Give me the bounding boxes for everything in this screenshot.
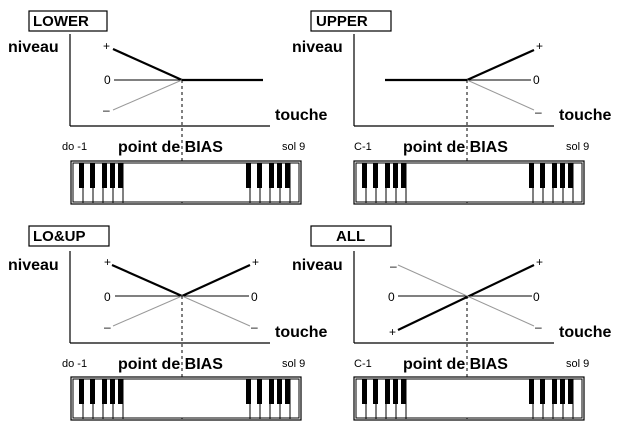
plus-mark: + bbox=[104, 255, 111, 269]
zero-mark: 0 bbox=[104, 290, 111, 304]
x-right-label: sol 9 bbox=[282, 141, 305, 153]
x-left-label: C-1 bbox=[354, 358, 372, 370]
panel-title: ALL bbox=[336, 228, 365, 245]
panel-lower: LOWER niveau touche + 0 – do -1 point de… bbox=[8, 10, 328, 206]
zero-mark: 0 bbox=[104, 73, 111, 87]
minus-mark: – bbox=[104, 320, 111, 334]
panel-title: LOWER bbox=[33, 13, 89, 30]
x-left-label: do -1 bbox=[62, 358, 87, 370]
plus-mark: + bbox=[536, 39, 543, 53]
keyboard bbox=[70, 376, 302, 421]
y-axis-label: niveau bbox=[8, 39, 59, 56]
zero-mark: 0 bbox=[533, 73, 540, 87]
level-curve-right bbox=[181, 263, 251, 298]
level-curve-left bbox=[111, 263, 183, 298]
x-right-label: sol 9 bbox=[282, 358, 305, 370]
minus-mark: – bbox=[251, 320, 258, 334]
bias-point-label: point de BIAS bbox=[118, 356, 223, 373]
panel-title-box bbox=[310, 225, 392, 247]
y-axis-label: niveau bbox=[292, 39, 343, 56]
level-curve bbox=[466, 48, 535, 82]
inverse-curve bbox=[112, 79, 183, 111]
x-left-label: do -1 bbox=[62, 141, 87, 153]
keyboard bbox=[70, 160, 302, 205]
x-axis-label: touche bbox=[275, 107, 328, 124]
plus-mark: + bbox=[536, 255, 543, 269]
x-axis-label: touche bbox=[275, 324, 328, 341]
zero-mark: 0 bbox=[533, 290, 540, 304]
level-curve bbox=[397, 264, 535, 331]
inverse-curve-left bbox=[112, 295, 183, 327]
inverse-curve-right bbox=[181, 295, 251, 327]
zero-mark: 0 bbox=[251, 290, 258, 304]
plus-mark: + bbox=[252, 255, 259, 269]
y-axis-label: niveau bbox=[292, 257, 343, 274]
panel-title-box bbox=[310, 10, 392, 32]
panel-title-box bbox=[28, 225, 110, 247]
x-left-label: C-1 bbox=[354, 141, 372, 153]
minus-mark: – bbox=[535, 320, 542, 334]
panel-all: ALL niveau touche + 0 – 0 – + C-1 point … bbox=[292, 225, 612, 421]
panel-title: LO&UP bbox=[33, 228, 86, 245]
bias-point-label: point de BIAS bbox=[403, 139, 508, 156]
x-right-label: sol 9 bbox=[566, 141, 589, 153]
minus-mark: – bbox=[390, 259, 397, 273]
x-axis-label: touche bbox=[559, 107, 612, 124]
panel-lo-up: LO&UP niveau touche + 0 – + 0 – do -1 po… bbox=[8, 225, 328, 421]
plus-mark: + bbox=[389, 325, 396, 339]
y-axis-label: niveau bbox=[8, 257, 59, 274]
keyboard bbox=[353, 160, 585, 205]
plus-mark: + bbox=[103, 39, 110, 53]
x-right-label: sol 9 bbox=[566, 358, 589, 370]
inverse-curve bbox=[466, 79, 535, 111]
keyboard bbox=[353, 376, 585, 421]
x-axis-label: touche bbox=[559, 324, 612, 341]
inverse-curve bbox=[397, 264, 535, 327]
minus-mark: – bbox=[535, 105, 542, 119]
bias-point-label: point de BIAS bbox=[403, 356, 508, 373]
minus-mark: – bbox=[103, 103, 110, 117]
panel-title: UPPER bbox=[316, 13, 368, 30]
zero-mark: 0 bbox=[388, 290, 395, 304]
panel-upper: UPPER niveau touche + 0 – C-1 point de B… bbox=[292, 10, 612, 206]
level-curve bbox=[112, 47, 183, 82]
panel-title-box bbox=[28, 10, 108, 32]
bias-point-label: point de BIAS bbox=[118, 139, 223, 156]
